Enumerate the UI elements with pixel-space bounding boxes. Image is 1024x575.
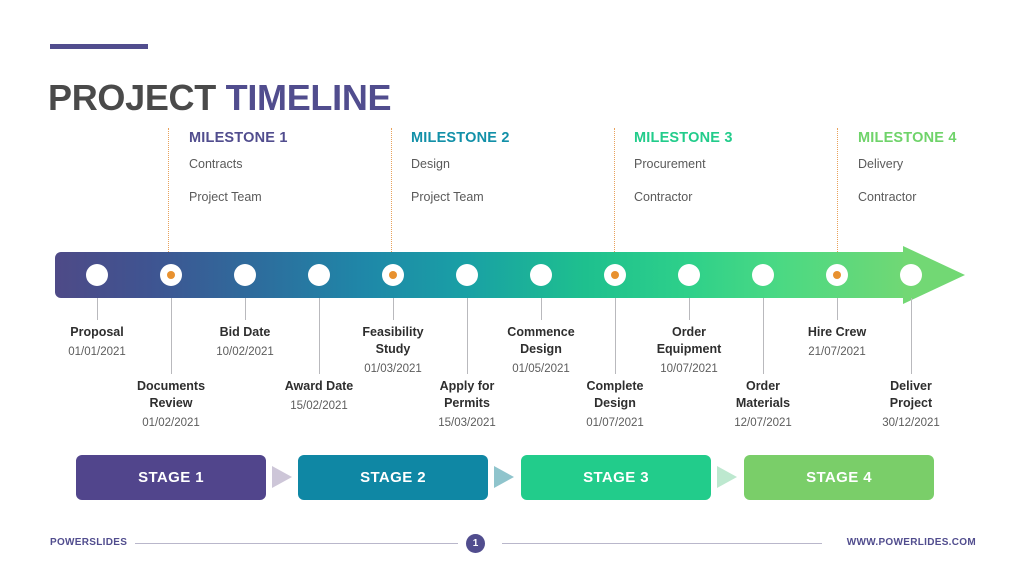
timeline-event-4[interactable]: Award Date 15/02/2021 <box>244 378 394 412</box>
timeline-stem-11 <box>837 298 838 320</box>
timeline-dot-4[interactable] <box>308 264 330 286</box>
page-title-part1: PROJECT <box>48 77 216 119</box>
timeline-event-date-7: 01/05/2021 <box>512 362 570 375</box>
timeline-event-1[interactable]: Proposal 01/01/2021 <box>22 324 172 358</box>
timeline-event-date-11: 21/07/2021 <box>808 345 866 358</box>
stage-arrow-icon-2 <box>494 466 514 488</box>
timeline-event-name-1: Proposal <box>70 325 124 339</box>
timeline-stem-7 <box>541 298 542 320</box>
milestone-title-3: MILESTONE 3 <box>634 130 733 146</box>
timeline-stem-9 <box>689 298 690 320</box>
footer-url[interactable]: WWW.POWERLIDES.COM <box>846 537 976 548</box>
timeline-bar-container <box>55 246 970 304</box>
milestone-subtitle-4: Delivery <box>858 157 904 171</box>
timeline-dot-3[interactable] <box>234 264 256 286</box>
milestone-owner-4: Contractor <box>858 190 917 204</box>
milestone-subtitle-1: Contracts <box>189 157 243 171</box>
timeline-event-date-4: 15/02/2021 <box>290 399 348 412</box>
timeline-dot-12[interactable] <box>900 264 922 286</box>
footer-brand: POWERSLIDES <box>50 537 128 548</box>
timeline-event-date-5: 01/03/2021 <box>364 362 422 375</box>
timeline-gradient-bar <box>55 252 910 298</box>
timeline-stem-4 <box>319 298 320 374</box>
page-title: PROJECT TIMELINE <box>48 77 392 119</box>
milestone-connector-3 <box>614 128 615 268</box>
timeline-stem-2 <box>171 298 172 374</box>
timeline-event-date-3: 10/02/2021 <box>216 345 274 358</box>
timeline-milestone-dot-2[interactable] <box>160 264 182 286</box>
timeline-event-11[interactable]: Hire Crew 21/07/2021 <box>762 324 912 358</box>
milestone-owner-2: Project Team <box>411 190 484 204</box>
timeline-event-name-3: Bid Date <box>219 325 271 339</box>
stage-arrow-icon-1 <box>272 466 292 488</box>
footer-rule-right <box>502 543 822 544</box>
milestone-connector-2 <box>391 128 392 268</box>
timeline-stem-1 <box>97 298 98 320</box>
stage-button-3[interactable]: STAGE 3 <box>521 455 711 500</box>
stage-button-2[interactable]: STAGE 2 <box>298 455 488 500</box>
timeline-event-date-12: 30/12/2021 <box>882 416 940 429</box>
milestone-title-4: MILESTONE 4 <box>858 130 957 146</box>
timeline-event-name-11: Hire Crew <box>807 325 867 339</box>
timeline-dot-10[interactable] <box>752 264 774 286</box>
timeline-event-date-1: 01/01/2021 <box>68 345 126 358</box>
stage-button-4[interactable]: STAGE 4 <box>744 455 934 500</box>
milestone-connector-1 <box>168 128 169 268</box>
footer-page-badge: 1 <box>466 534 485 553</box>
stage-button-1[interactable]: STAGE 1 <box>76 455 266 500</box>
timeline-event-name-4: Award Date <box>284 379 354 393</box>
timeline-event-date-10: 12/07/2021 <box>734 416 792 429</box>
timeline-event-date-9: 10/07/2021 <box>660 362 718 375</box>
timeline-event-3[interactable]: Bid Date 10/02/2021 <box>170 324 320 358</box>
timeline-dot-9[interactable] <box>678 264 700 286</box>
milestone-owner-1: Project Team <box>189 190 262 204</box>
timeline-event-date-6: 15/03/2021 <box>438 416 496 429</box>
milestone-title-2: MILESTONE 2 <box>411 130 510 146</box>
milestone-connector-4 <box>837 128 838 268</box>
timeline-stem-12 <box>911 298 912 374</box>
timeline-dot-6[interactable] <box>456 264 478 286</box>
timeline-stem-10 <box>763 298 764 374</box>
title-accent-bar <box>50 44 148 49</box>
timeline-dot-7[interactable] <box>530 264 552 286</box>
page-title-part2: TIMELINE <box>225 77 392 119</box>
milestone-subtitle-2: Design <box>411 157 450 171</box>
timeline-milestone-dot-8[interactable] <box>604 264 626 286</box>
milestone-owner-3: Contractor <box>634 190 693 204</box>
milestone-subtitle-3: Procurement <box>634 157 706 171</box>
stage-arrow-icon-3 <box>717 466 737 488</box>
timeline-stem-3 <box>245 298 246 320</box>
timeline-stem-8 <box>615 298 616 374</box>
timeline-milestone-dot-11[interactable] <box>826 264 848 286</box>
timeline-dot-1[interactable] <box>86 264 108 286</box>
milestone-title-1: MILESTONE 1 <box>189 130 288 146</box>
timeline-stem-5 <box>393 298 394 320</box>
footer-rule-left <box>135 543 458 544</box>
timeline-milestone-dot-5[interactable] <box>382 264 404 286</box>
timeline-event-date-2: 01/02/2021 <box>142 416 200 429</box>
timeline-event-date-8: 01/07/2021 <box>586 416 644 429</box>
timeline-stem-6 <box>467 298 468 374</box>
